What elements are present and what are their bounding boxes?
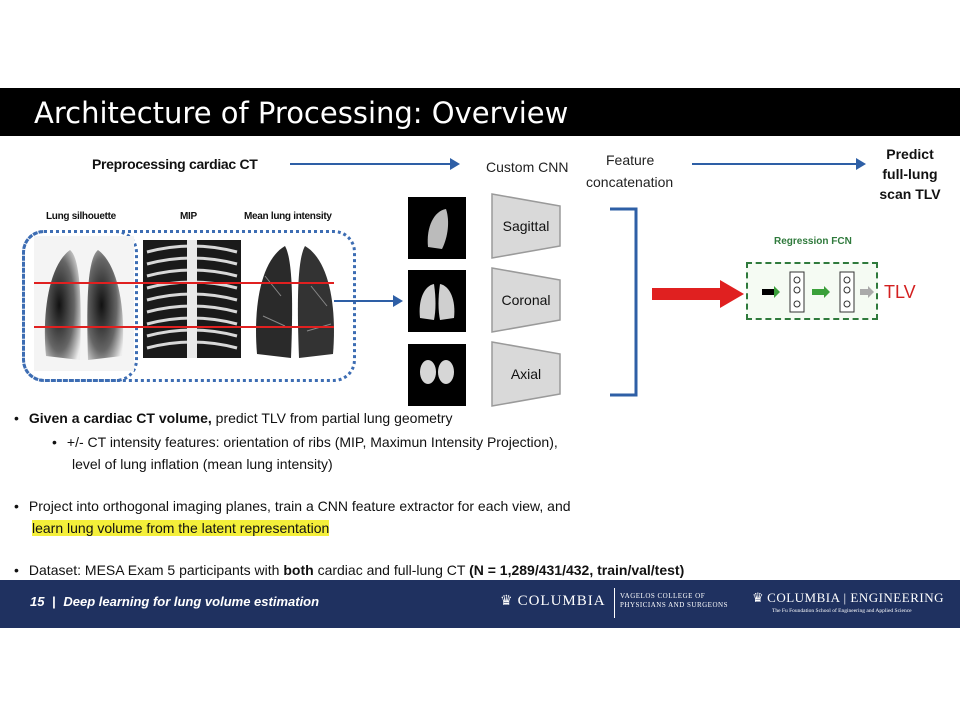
bullet-1-text: predict TLV from partial lung geometry [211, 410, 453, 426]
bullet-1-bold: Given a cardiac CT volume, [28, 410, 212, 426]
crown-icon: ♛ [752, 590, 765, 605]
columbia-engineering-logo: ♛COLUMBIA | ENGINEERING The Fu Foundatio… [752, 590, 944, 614]
bullet-2-line-2-wrap: learn lung volume from the latent repres… [32, 520, 330, 536]
bullet-3-both: both [283, 562, 314, 578]
axial-label: Axial [510, 366, 542, 382]
predict-line-2: full-lung [882, 166, 938, 182]
sagittal-cnn-block: Sagittal [490, 192, 562, 260]
coronal-label: Coronal [501, 292, 551, 308]
arrow-to-predict [692, 163, 857, 165]
custom-cnn-label: Custom CNN [486, 159, 569, 175]
arrow-head-icon [450, 158, 460, 170]
sagittal-label: Sagittal [502, 218, 550, 234]
arrow-to-views [334, 300, 394, 302]
caption-mean-lung-intensity: Mean lung intensity [244, 211, 332, 222]
bullet-1-sub-2: level of lung inflation (mean lung inten… [72, 456, 333, 472]
engineering-text: COLUMBIA | ENGINEERING [767, 590, 944, 605]
feature-label-2: concatenation [586, 174, 674, 190]
bullet-1-sub: •+/- CT intensity features: orientation … [52, 434, 558, 450]
bullet-3: •Dataset: MESA Exam 5 participants with … [14, 562, 685, 578]
fu-foundation-text: The Fu Foundation School of Engineering … [772, 608, 912, 614]
red-line-bottom [34, 326, 334, 328]
footer-slide-info: 15 | Deep learning for lung volume estim… [30, 594, 319, 609]
title-bar: Architecture of Processing: Overview [0, 88, 960, 136]
slide-title: Architecture of Processing: Overview [34, 96, 569, 130]
bullet-3-n: (N = 1,289/431/432, train/val/test) [469, 562, 685, 578]
slide: Architecture of Processing: Overview Pre… [0, 88, 960, 630]
bullet-2-line-2: learn lung volume from the latent repres… [32, 520, 330, 536]
arrow-head-icon [393, 295, 403, 307]
concatenation-bracket [610, 207, 638, 397]
predict-label: Predict full-lung scan TLV [860, 144, 960, 204]
bullet-3-mid: cardiac and full-lung CT [313, 562, 470, 578]
bullet-2-line-1: Project into orthogonal imaging planes, … [28, 498, 571, 514]
vagelos-logo: VAGELOS COLLEGE OF PHYSICIANS AND SURGEO… [620, 592, 728, 610]
red-arrow-icon [652, 280, 744, 308]
vagelos-line-2: PHYSICIANS AND SURGEONS [620, 601, 728, 609]
feature-label-1: Feature [606, 152, 655, 168]
columbia-text: COLUMBIA [517, 593, 606, 609]
predict-line-1: Predict [886, 146, 934, 162]
footer-separator: | [52, 594, 56, 609]
regression-fcn-box [746, 262, 878, 320]
footer-title: Deep learning for lung volume estimation [63, 594, 320, 609]
logo-divider [614, 588, 615, 618]
mip-image [143, 240, 241, 358]
caption-lung-silhouette: Lung silhouette [46, 211, 116, 222]
lung-silhouette-image [34, 236, 134, 371]
axial-cnn-block: Axial [490, 340, 562, 408]
vagelos-line-1: VAGELOS COLLEGE OF [620, 592, 706, 600]
silhouette-box [22, 230, 138, 382]
bullet-2: •Project into orthogonal imaging planes,… [14, 498, 571, 514]
axial-thumbnail [408, 344, 466, 406]
arrow-head-icon [856, 158, 866, 170]
preprocessing-label: Preprocessing cardiac CT [92, 156, 258, 172]
caption-mip: MIP [180, 211, 197, 222]
bullet-3-pre: Dataset: MESA Exam 5 participants with [28, 562, 284, 578]
crown-icon: ♛ [500, 594, 514, 609]
sagittal-thumbnail [408, 197, 466, 259]
columbia-logo: ♛COLUMBIA [500, 593, 606, 610]
bullet-1-sub-1: +/- CT intensity features: orientation o… [66, 434, 558, 450]
tlv-output: TLV [884, 282, 916, 302]
predict-line-3: scan TLV [879, 186, 941, 202]
mean-intensity-image [251, 236, 339, 361]
arrow-to-cnn [290, 163, 450, 165]
bullet-1: •Given a cardiac CT volume, predict TLV … [14, 410, 453, 426]
slide-number: 15 [30, 594, 45, 609]
red-line-top [34, 282, 334, 284]
regression-fcn-label: Regression FCN [774, 236, 852, 247]
footer: 15 | Deep learning for lung volume estim… [0, 580, 960, 628]
coronal-thumbnail [408, 270, 466, 332]
coronal-cnn-block: Coronal [490, 266, 562, 334]
